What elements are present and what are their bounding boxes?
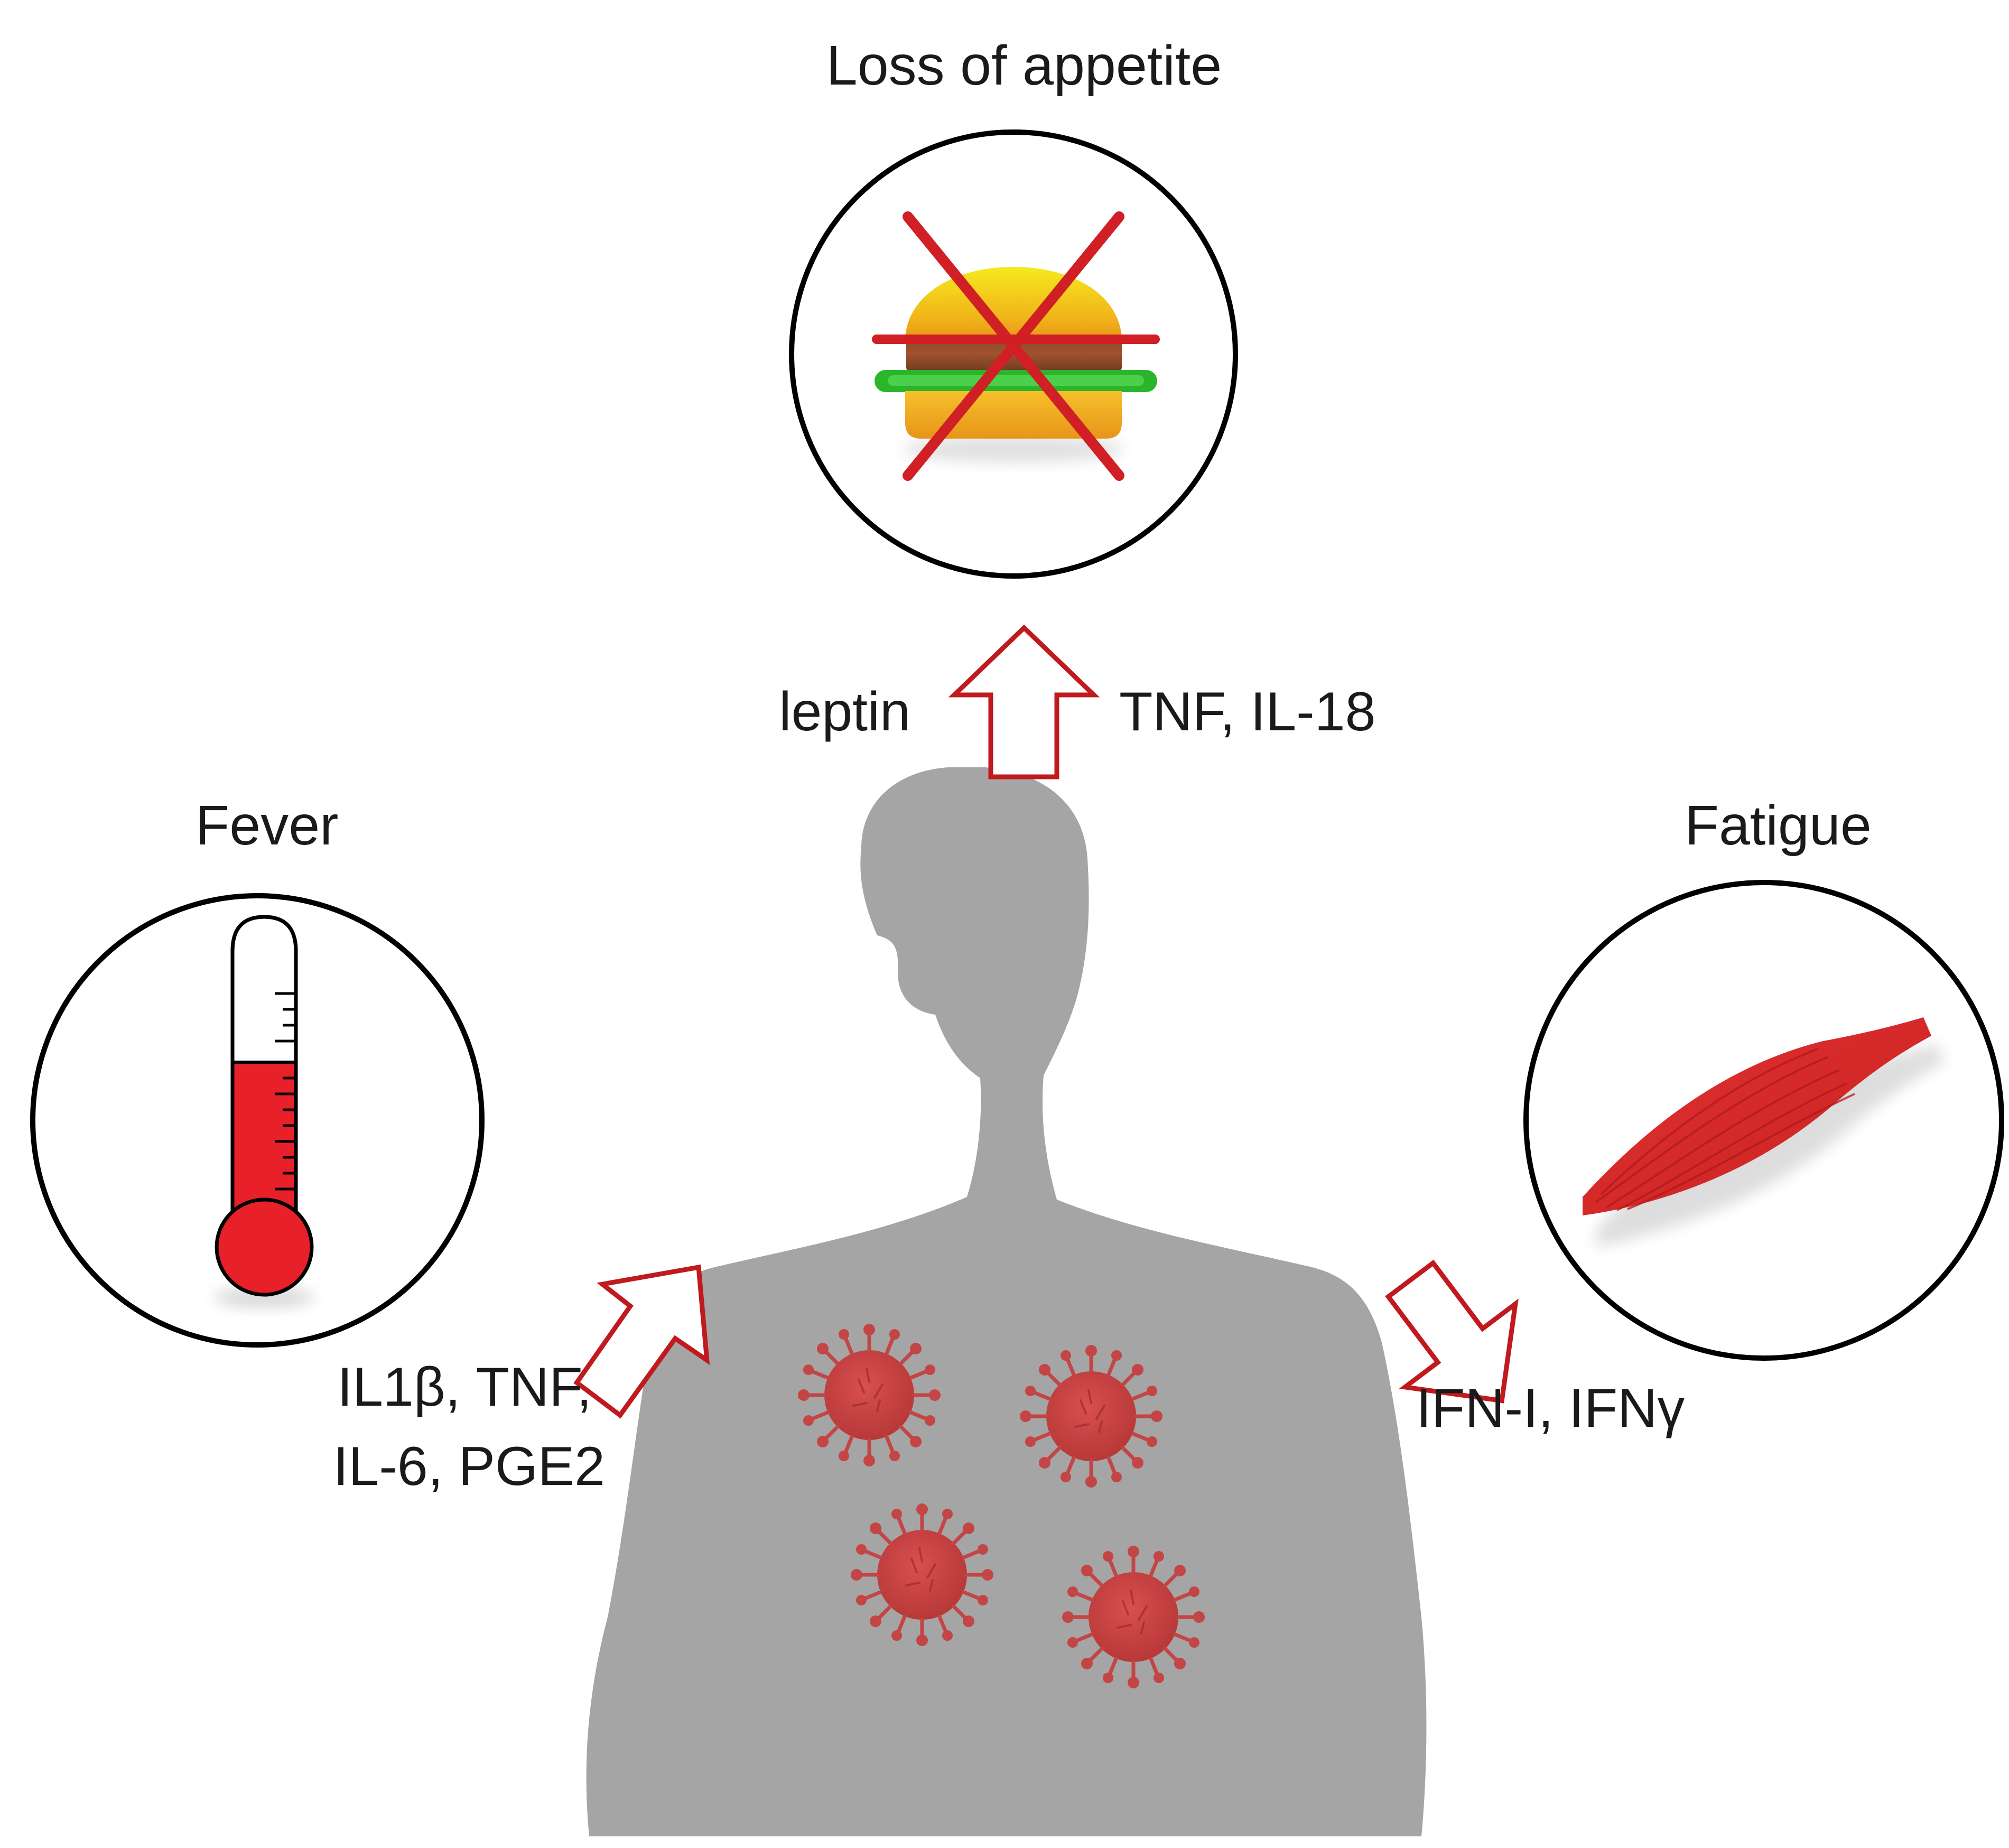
fever-mediators-line2: IL-6, PGE2	[333, 1436, 605, 1497]
arrow-up-left	[573, 1264, 710, 1419]
virus-icon	[851, 1503, 993, 1646]
virus-icon	[798, 1324, 941, 1466]
fatigue-title: Fatigue	[1685, 794, 1872, 857]
appetite-mediator-leptin: leptin	[779, 681, 910, 742]
arrow-up	[948, 624, 1100, 779]
arrow-up-right	[1385, 1259, 1519, 1404]
human-torso-silhouette	[586, 767, 1427, 1836]
crossed-out-burger-icon	[872, 211, 1160, 481]
fever-title: Fever	[196, 794, 339, 857]
thermometer-icon	[214, 915, 314, 1308]
fever-mediators-line1: IL1β, TNF,	[337, 1357, 592, 1418]
fatigue-mediators: IFN-I, IFNγ	[1416, 1378, 1685, 1439]
muscle-icon	[1583, 1017, 1945, 1247]
virus-icon	[1062, 1546, 1205, 1688]
appetite-mediators-tnf-il18: TNF, IL-18	[1119, 681, 1375, 742]
virus-icon	[1020, 1345, 1162, 1488]
appetite-title: Loss of appetite	[826, 34, 1222, 97]
